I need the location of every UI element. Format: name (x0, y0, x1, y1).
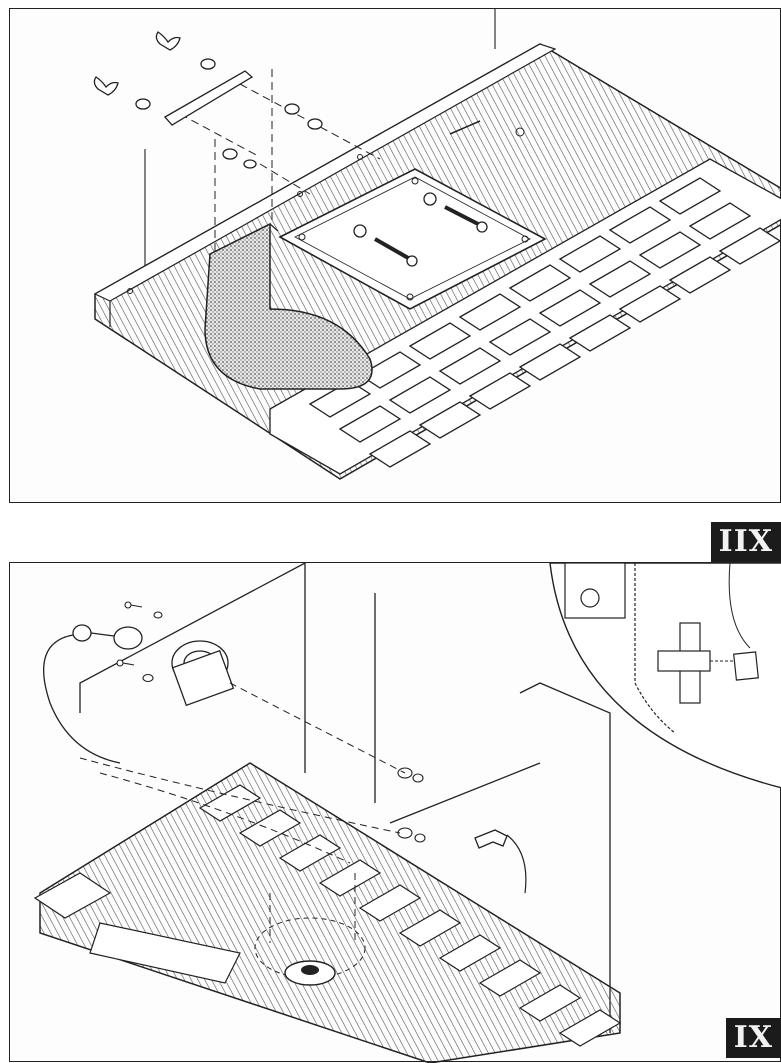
figure-label-top: IIX (710, 522, 781, 562)
hardware-set (93, 31, 323, 169)
assembly-guide-lines (79, 682, 406, 943)
wing-nut-icon (93, 76, 119, 96)
top-assembly-drawing (93, 9, 781, 480)
assembly-figure-bottom (9, 562, 781, 1063)
frame-grid (269, 158, 781, 475)
bottom-assembly-drawing (33, 563, 781, 1063)
frame-grid (198, 784, 622, 1047)
mounting-bolts (353, 192, 488, 267)
clip-wire (506, 834, 527, 894)
wing-nut-icon (155, 31, 181, 51)
cabinet-panels (79, 563, 611, 1033)
motor-mount (254, 917, 366, 986)
detail-inset (549, 563, 781, 789)
motor-assembly (72, 624, 235, 707)
clamp-strap (163, 70, 254, 126)
screws (116, 601, 426, 843)
power-cord (43, 634, 121, 764)
figure-label-bottom: IX (725, 1018, 781, 1058)
cord-clip (474, 829, 508, 849)
assembly-figure-top (9, 8, 781, 503)
mounting-plate (278, 168, 547, 310)
base-plate (33, 762, 621, 1063)
shroud-bracket (204, 222, 373, 390)
